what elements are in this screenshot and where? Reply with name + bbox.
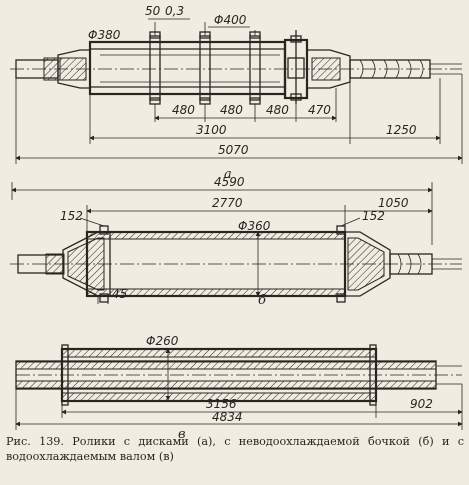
dim-3156: 3156: [206, 397, 237, 411]
dim-1050: 1050: [378, 196, 409, 210]
dim-0-3: 0,3: [165, 4, 184, 18]
roller-c-drawing: Φ260 3156 902 4834 в: [15, 334, 463, 442]
dim-5070: 5070: [218, 143, 249, 157]
dim-3100: 3100: [196, 123, 227, 137]
dim-470: 470: [308, 103, 331, 117]
dim-45: 45: [112, 287, 127, 301]
dim-902: 902: [410, 397, 433, 411]
figure-label-a: а: [224, 167, 232, 182]
dim-d400: Φ400: [214, 13, 247, 27]
dim-480-1: 480: [172, 103, 195, 117]
dim-d380: Φ380: [88, 28, 121, 42]
dim-480-3: 480: [266, 103, 289, 117]
figure-label-c: в: [178, 427, 186, 442]
dim-152-right: 152: [362, 209, 385, 223]
disc-group: [149, 22, 261, 105]
dim-152-left: 152: [60, 209, 83, 223]
dim-4834: 4834: [212, 410, 243, 424]
dim-1250: 1250: [386, 123, 417, 137]
roller-a-drawing: Φ380 50 0,3 Φ400 480 480 480 470 3100 12…: [10, 4, 463, 182]
dim-d360: Φ360: [238, 219, 271, 233]
dim-480-2: 480: [220, 103, 243, 117]
figure-caption: Рис. 139. Ролики с дисками (а), с неводо…: [6, 435, 464, 463]
roller-b-drawing: 4590 2770 1050 152: [10, 175, 462, 308]
dim-2770: 2770: [212, 196, 243, 210]
dim-50: 50: [145, 4, 161, 18]
dim-d260: Φ260: [146, 334, 179, 348]
dim-4590: 4590: [214, 175, 245, 189]
figure-label-b: б: [258, 293, 266, 308]
